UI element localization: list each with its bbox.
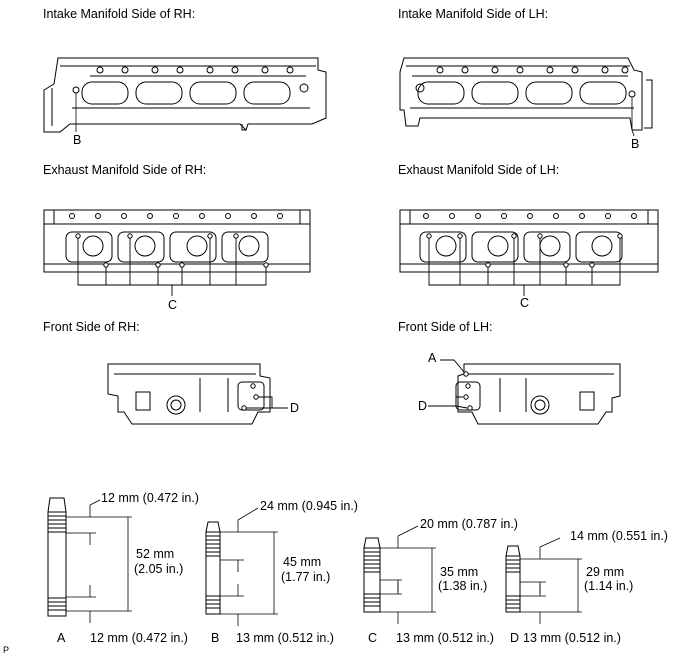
exhaust-lh-leader-c: [428, 238, 621, 296]
bolt-a-top-dim: 12 mm (0.472 in.): [101, 491, 199, 505]
front-lh-leaders: [428, 359, 468, 409]
bolt-b-id: B: [211, 631, 220, 645]
bolt-a-id: A: [57, 631, 66, 645]
bolt-c-bottom-dim: 13 mm (0.512 in.): [396, 631, 494, 645]
stud-bolt-b-dims: [220, 507, 278, 626]
front-lh-head: [455, 363, 621, 425]
bolt-c-total-mm: 35 mm: [440, 565, 479, 579]
stud-bolt-d-dims: [520, 537, 582, 624]
bolt-b-total-mm: 45 mm: [283, 555, 322, 569]
bolt-c-top-dim: 20 mm (0.787 in.): [420, 517, 518, 531]
front-rh-title: Front Side of RH:: [43, 320, 140, 334]
front-rh-leader-d: [246, 396, 288, 409]
exhaust-rh-head: [43, 209, 311, 273]
callout-a-front-lh: A: [428, 351, 437, 365]
bolt-b-top-dim: 24 mm (0.945 in.): [260, 499, 358, 513]
bolt-a-total-mm: 52 mm: [136, 547, 175, 561]
front-rh-bolt-marks: [241, 383, 259, 411]
bolt-a-bottom-dim: 12 mm (0.472 in.): [90, 631, 188, 645]
bolt-d-id: D: [510, 631, 520, 645]
intake-lh-head: [399, 57, 653, 131]
bolt-b-total-in: (1.77 in.): [281, 570, 331, 584]
intake-lh-title: Intake Manifold Side of LH:: [398, 7, 549, 21]
exhaust-rh-leader-c: [77, 238, 267, 296]
stud-bolt-a: [47, 497, 67, 617]
intake-lh-leader-b: [631, 129, 635, 137]
callout-c-exhaust-rh: C: [168, 298, 178, 312]
front-lh-bolt-marks: [463, 371, 473, 411]
callout-b-intake-rh: B: [73, 133, 82, 147]
bolt-b-bottom-dim: 13 mm (0.512 in.): [236, 631, 334, 645]
callout-c-exhaust-lh: C: [520, 296, 530, 310]
callout-b-intake-lh: B: [631, 137, 640, 151]
stud-bolt-b: [205, 521, 221, 615]
intake-rh-head: [43, 57, 327, 133]
stud-bolt-a-dims: [66, 499, 132, 623]
bolt-d-total-mm: 29 mm: [586, 565, 625, 579]
bolt-a-total-in: (2.05 in.): [134, 562, 184, 576]
bolt-d-bottom-dim: 13 mm (0.512 in.): [523, 631, 621, 645]
front-rh-head: [107, 363, 271, 425]
intake-rh-title: Intake Manifold Side of RH:: [43, 7, 196, 21]
stud-bolt-d: [505, 545, 521, 613]
bolt-d-top-dim: 14 mm (0.551 in.): [570, 529, 668, 543]
exhaust-rh-title: Exhaust Manifold Side of RH:: [43, 163, 207, 177]
exhaust-lh-title: Exhaust Manifold Side of LH:: [398, 163, 560, 177]
callout-d-front-lh: D: [418, 399, 428, 413]
stud-bolt-c: [363, 537, 381, 613]
exhaust-lh-head: [399, 209, 659, 273]
bolt-c-total-in: (1.38 in.): [438, 579, 488, 593]
bolt-c-id: C: [368, 631, 378, 645]
corner-mark: P: [3, 645, 10, 655]
bolt-d-total-in: (1.14 in.): [584, 579, 634, 593]
callout-d-front-rh: D: [290, 401, 300, 415]
stud-bolt-c-dims: [380, 525, 436, 624]
front-lh-title: Front Side of LH:: [398, 320, 493, 334]
